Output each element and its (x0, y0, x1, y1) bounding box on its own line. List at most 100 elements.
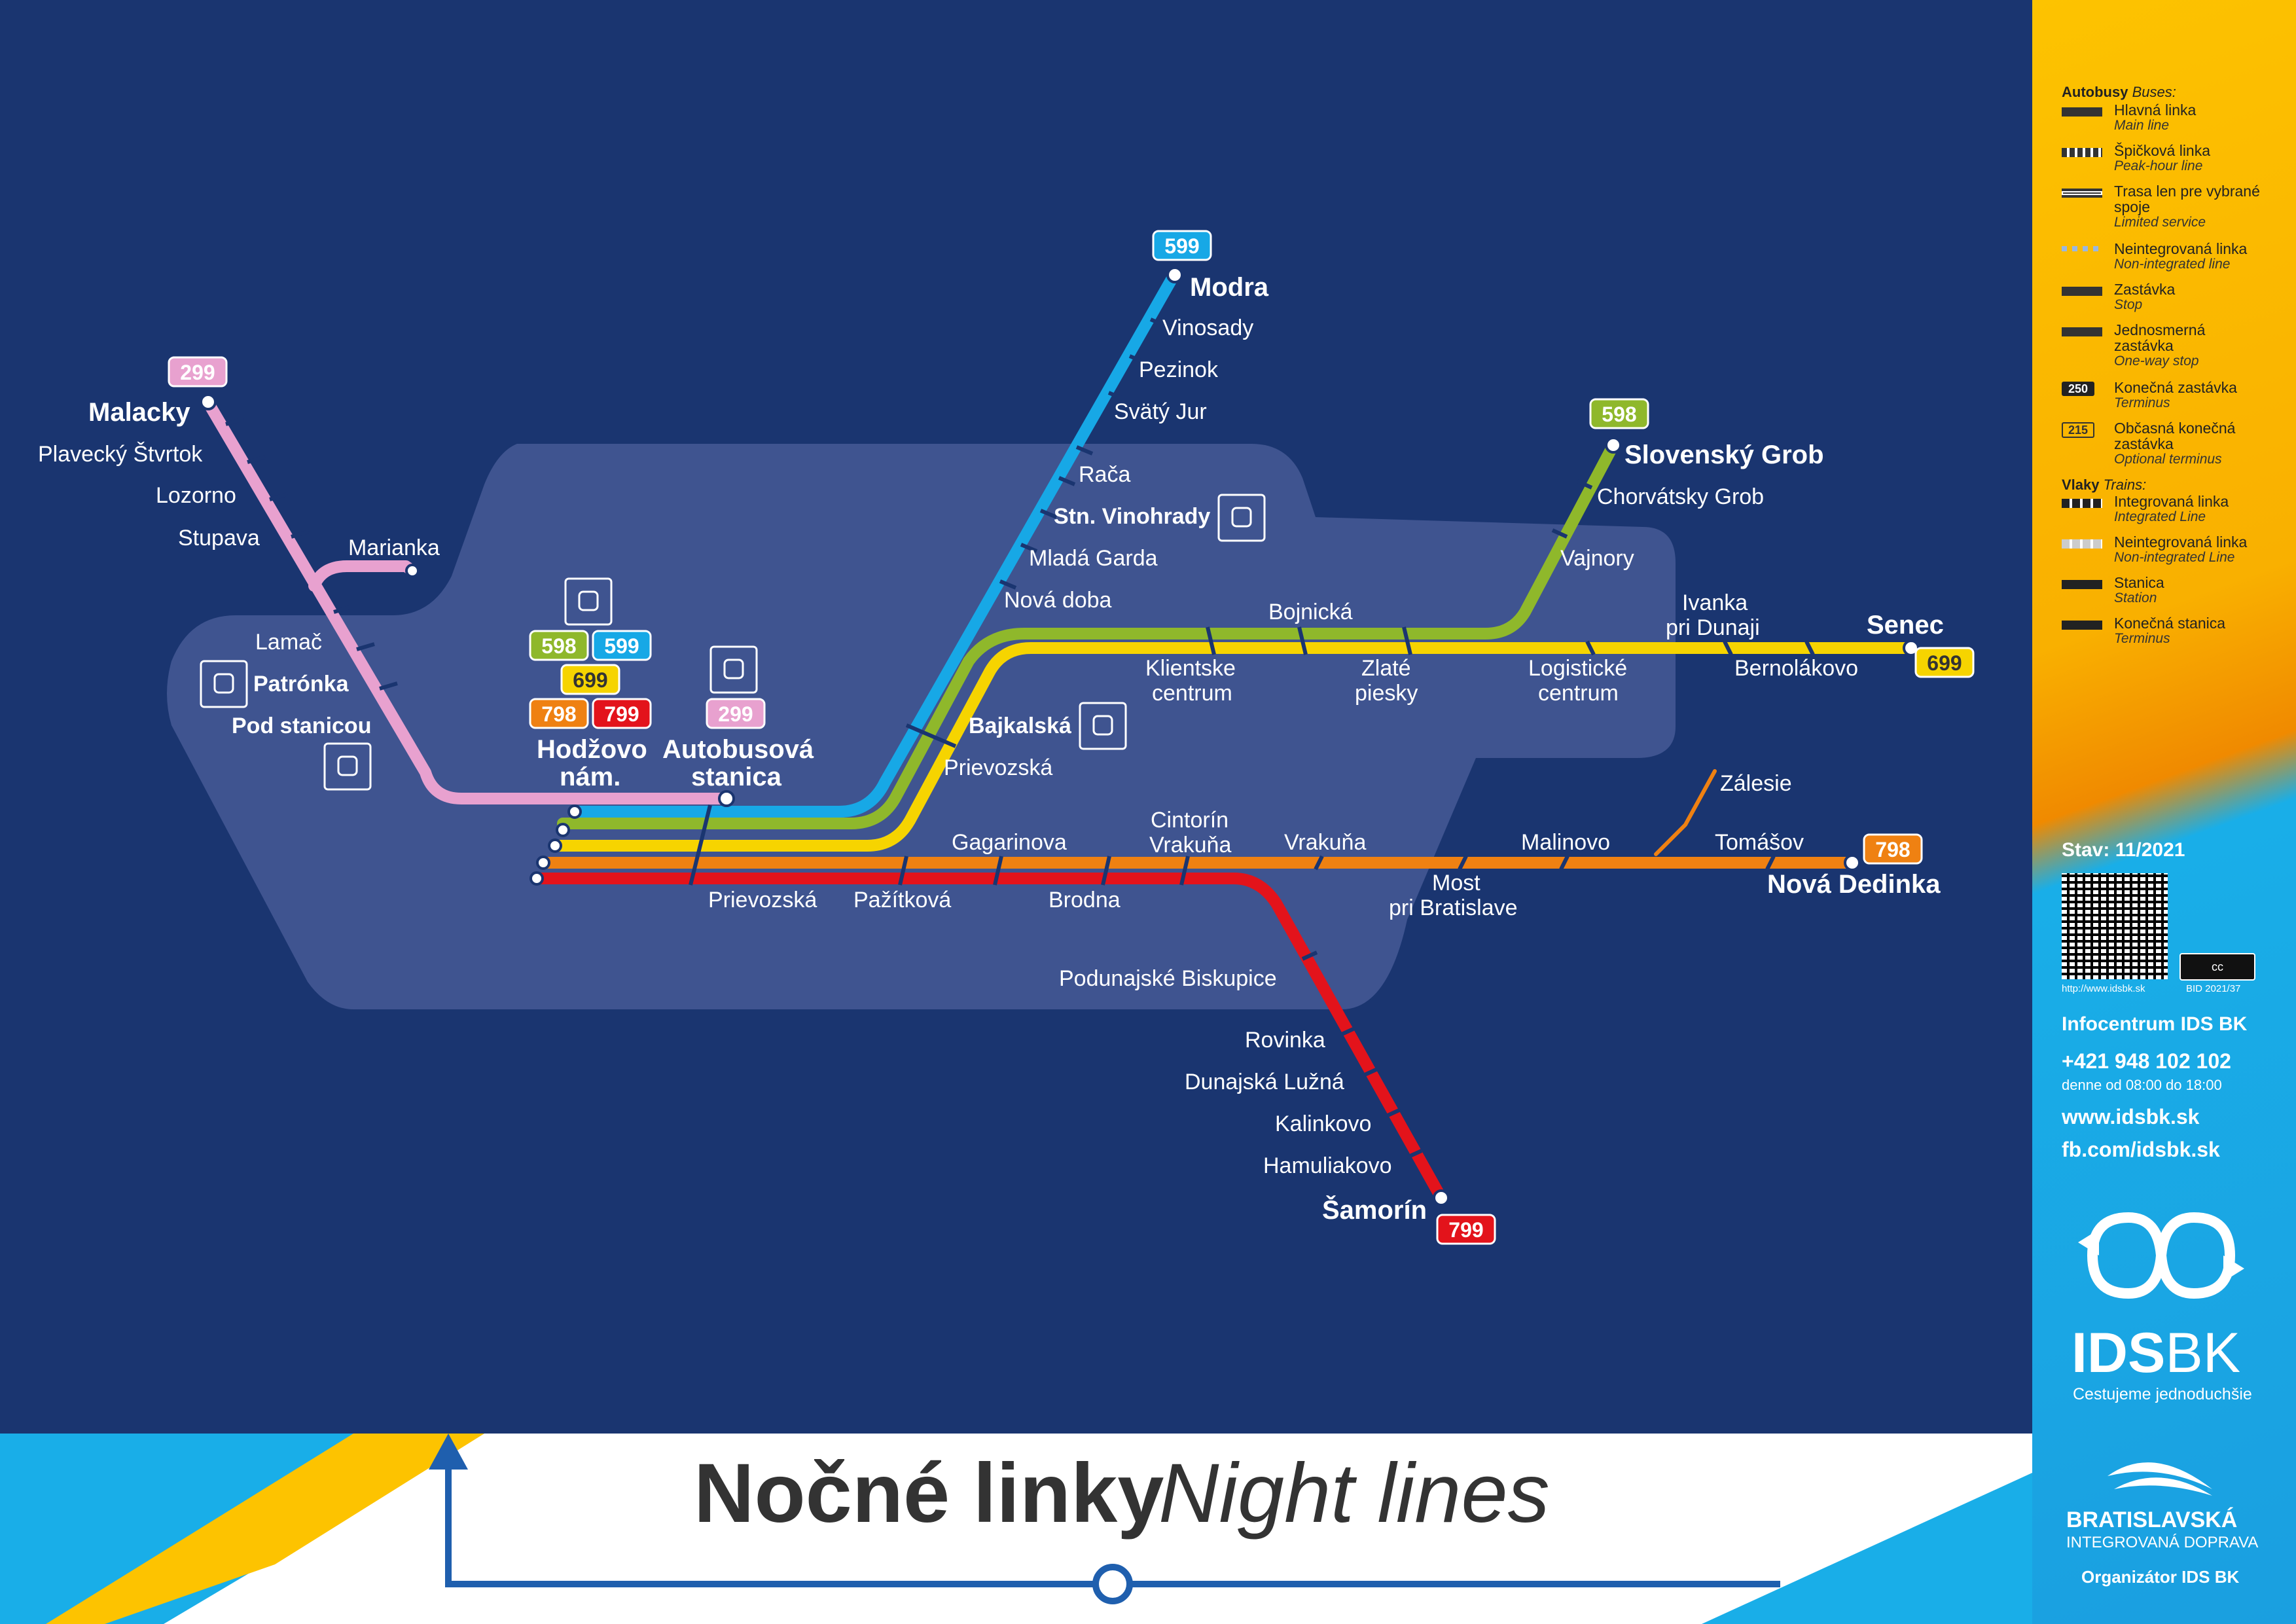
station-zlate-1: Zlaté (1361, 656, 1411, 681)
bid-swoosh-icon (2108, 1462, 2212, 1496)
badge-699-hub: 699 (560, 664, 620, 695)
station-modra: Modra (1190, 273, 1269, 302)
line-798-zalesie (1654, 769, 1717, 856)
station-hodzovo-2: nám. (560, 763, 620, 791)
slogan: Cestujeme jednoduchšie (2073, 1385, 2252, 1403)
station-senec: Senec (1867, 611, 1944, 640)
station-nova-doba: Nová doba (1004, 588, 1112, 613)
station-autobusova-2: stanica (691, 763, 782, 791)
facebook-link[interactable]: fb.com/idsbk.sk (2062, 1138, 2220, 1161)
station-raca: Rača (1079, 462, 1130, 487)
station-ivanka-2: pri Dunaji (1666, 615, 1760, 640)
station-malinovo: Malinovo (1521, 830, 1610, 855)
station-logisticke-2: centrum (1538, 681, 1619, 706)
station-rovinka: Rovinka (1245, 1028, 1325, 1053)
station-klientske-1: Klientske (1145, 656, 1236, 681)
station-klientske-2: centrum (1152, 681, 1232, 706)
station-bajkalska: Bajkalská (969, 713, 1071, 738)
station-brodna: Brodna (1049, 888, 1121, 912)
bus-icon (1217, 494, 1266, 542)
website-link[interactable]: www.idsbk.sk (2062, 1105, 2200, 1128)
svg-text:699: 699 (1927, 651, 1962, 675)
badge-598-grob: 598 (1589, 398, 1649, 429)
station-hamuliakovo: Hamuliakovo (1263, 1153, 1392, 1178)
brand-ids: IDSBK (2072, 1322, 2241, 1384)
station-slovensky-grob: Slovenský Grob (1624, 441, 1824, 469)
station-tomasov: Tomášov (1715, 830, 1804, 855)
badge-299-malacky: 299 (168, 356, 228, 388)
line-299-marianka (308, 560, 418, 592)
station-chorvatsky-grob: Chorvátsky Grob (1597, 484, 1764, 509)
station-stn-vinohrady: Stn. Vinohrady (1054, 504, 1210, 529)
station-svaty-jur: Svätý Jur (1114, 399, 1207, 424)
station-nova-dedinka: Nová Dedinka (1767, 870, 1941, 899)
qr-url: http://www.idsbk.sk (2062, 983, 2145, 994)
svg-text:599: 599 (1164, 234, 1199, 258)
opening-hours: denne od 08:00 do 18:00 (2062, 1077, 2222, 1093)
badge-598-hub: 598 (529, 630, 589, 661)
badge-799-samorin: 799 (1436, 1214, 1496, 1245)
station-pazitkova: Pažítková (853, 888, 951, 912)
stop-ticks (225, 317, 1815, 1159)
station-cintorin-2: Vrakuňa (1149, 833, 1231, 857)
svg-text:699: 699 (573, 668, 607, 692)
station-vajnory: Vajnory (1560, 546, 1634, 571)
station-stupava: Stupava (178, 526, 260, 550)
line-699 (549, 642, 1917, 852)
station-cintorin-1: Cintorín (1151, 808, 1229, 833)
station-most-2: pri Bratislave (1389, 895, 1518, 920)
station-dunajska-luzna: Dunajská Lužná (1185, 1070, 1344, 1094)
title-band: Nočné linky Night lines (0, 1434, 2032, 1624)
badge-798-dedinka: 798 (1863, 833, 1923, 865)
station-lamac: Lamač (255, 630, 322, 655)
line-599 (569, 268, 1181, 818)
phone: +421 948 102 102 (2062, 1049, 2231, 1073)
bid-name-2: INTEGROVANÁ DOPRAVA (2066, 1534, 2259, 1551)
station-marianka: Marianka (348, 535, 440, 560)
station-zalesie: Zálesie (1720, 771, 1792, 796)
station-samorin: Šamorín (1322, 1195, 1427, 1225)
badge-299-autobusova: 299 (706, 698, 766, 729)
svg-text:798: 798 (1875, 838, 1910, 861)
cc-license-icon: cc (2179, 953, 2255, 981)
station-pezinok: Pezinok (1139, 357, 1219, 382)
badge-699-senec: 699 (1914, 647, 1975, 678)
svg-text:599: 599 (604, 634, 639, 658)
station-pod-stanicou: Pod stanicou (232, 713, 371, 738)
bus-icon (709, 645, 758, 694)
bid-code: BID 2021/37 (2186, 983, 2241, 994)
svg-text:598: 598 (1602, 403, 1636, 426)
line-799 (531, 873, 1447, 1204)
status-date: Stav: 11/2021 (2062, 839, 2185, 861)
station-bojnicka: Bojnická (1268, 600, 1353, 624)
svg-text:798: 798 (541, 702, 576, 726)
station-bernolakovo: Bernolákovo (1734, 656, 1858, 681)
station-vinosady: Vinosady (1162, 316, 1253, 340)
svg-text:799: 799 (1448, 1218, 1483, 1242)
svg-text:299: 299 (180, 361, 215, 384)
qr-code (2062, 873, 2168, 979)
station-malacky: Malacky (88, 398, 190, 427)
station-vrakuna: Vrakuňa (1284, 830, 1366, 855)
title-sk: Nočné linky (694, 1447, 1164, 1540)
svg-text:598: 598 (541, 634, 576, 658)
badge-599-modra: 599 (1152, 230, 1212, 261)
station-mlada-garda: Mladá Garda (1029, 546, 1158, 571)
legend-buses-heading: Autobusy Buses: (2062, 84, 2176, 100)
station-gagarinova: Gagarinova (952, 830, 1067, 855)
station-ivanka-1: Ivanka (1682, 590, 1748, 615)
ids-bk-logo-icon (2078, 1212, 2244, 1299)
station-prievozska-lower: Prievozská (708, 888, 817, 912)
